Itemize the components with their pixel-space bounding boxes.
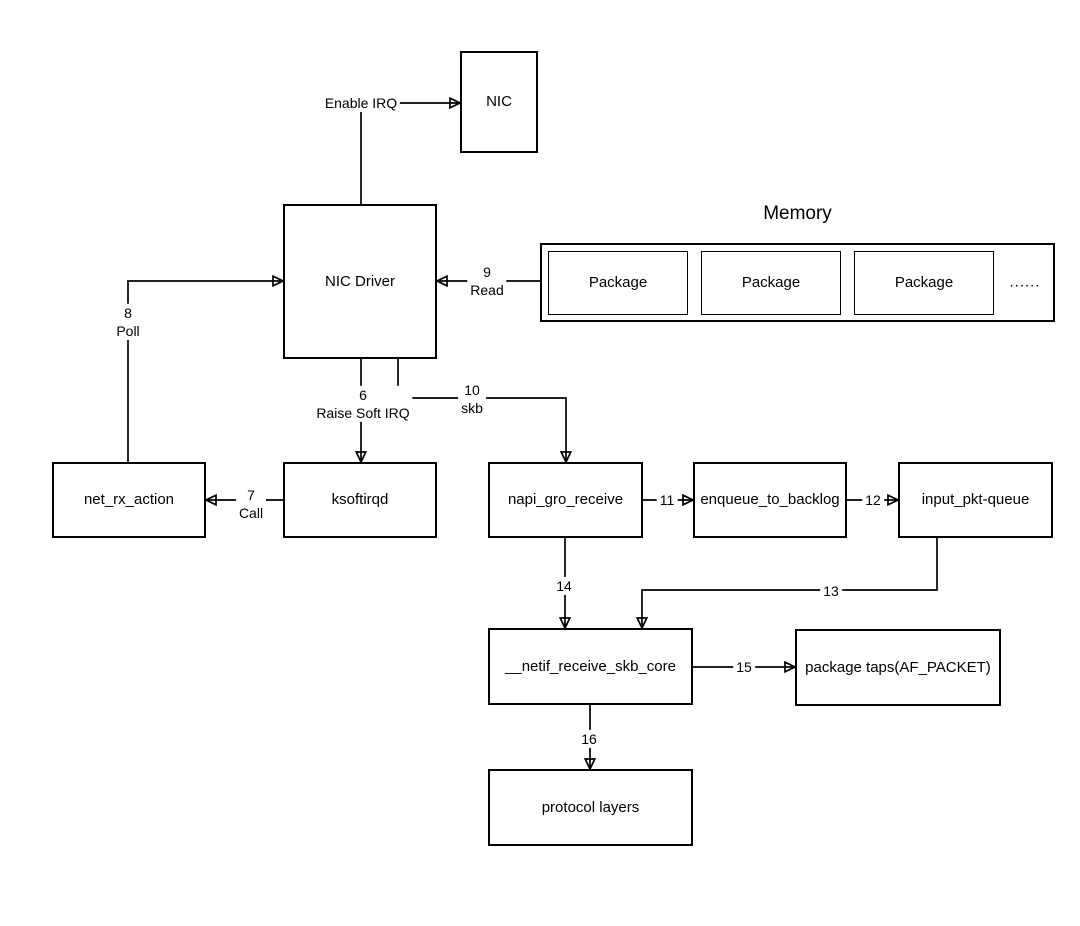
edge-label-enable-irq: Enable IRQ [321, 93, 401, 113]
node-napi-gro-receive: napi_gro_receive [488, 462, 643, 538]
node-package-1-label: Package [588, 274, 648, 291]
edge-label-10-num: 10 [464, 381, 480, 398]
node-package-taps: package taps(AF_PACKET) [795, 629, 1001, 706]
edge-13 [642, 538, 938, 628]
node-package-1: Package [548, 251, 688, 315]
edge-label-11-num: 11 [659, 491, 675, 508]
edge-label-enable-irq-text: Enable IRQ [324, 94, 398, 111]
node-package-2-label: Package [741, 274, 801, 291]
node-net-rx-action: net_rx_action [52, 462, 206, 538]
edge-label-14-num: 14 [556, 577, 572, 594]
node-package-taps-label: package taps(AF_PACKET) [805, 658, 991, 676]
edge-label-14: 14 [553, 576, 575, 596]
edge-label-15-num: 15 [736, 658, 752, 675]
edge-label-8-poll: 8 Poll [113, 303, 143, 341]
node-ksoftirqd: ksoftirqd [283, 462, 437, 538]
node-nic-driver: NIC Driver [283, 204, 437, 359]
edge-label-9-num: 9 [483, 263, 491, 280]
node-netif-receive-skb-core: __netif_receive_skb_core [488, 628, 693, 705]
edge-label-9-text: Read [470, 282, 504, 298]
node-protocol-layers-label: protocol layers [541, 798, 640, 816]
node-nic-driver-label: NIC Driver [325, 272, 395, 290]
edge-8-poll [127, 281, 283, 462]
edge-label-13: 13 [820, 581, 842, 601]
node-enqueue-to-backlog-label: enqueue_to_backlog [700, 491, 840, 508]
node-napi-gro-receive-label: napi_gro_receive [507, 491, 624, 508]
edge-label-16-num: 16 [581, 730, 597, 747]
node-input-pkt-queue: input_pkt-queue [898, 462, 1053, 538]
edge-label-11: 11 [656, 490, 678, 510]
edge-label-16: 16 [578, 729, 600, 749]
edge-label-10-skb: 10 skb [458, 380, 486, 418]
edge-label-7-text: Call [238, 505, 264, 521]
node-input-pkt-queue-label: input_pkt-queue [921, 491, 1030, 508]
node-package-3: Package [854, 251, 994, 315]
node-nic: NIC [460, 51, 538, 153]
edge-label-7-call: 7 Call [235, 485, 267, 523]
edge-label-6-text: Raise Soft IRQ [316, 405, 410, 421]
edge-label-6-num: 6 [359, 386, 367, 403]
edge-label-7-num: 7 [247, 486, 255, 503]
node-net-rx-action-label: net_rx_action [83, 491, 175, 508]
edge-label-8-text: Poll [116, 323, 140, 339]
edge-enable-irq [360, 103, 460, 204]
edge-label-15: 15 [733, 657, 755, 677]
node-protocol-layers: protocol layers [488, 769, 693, 846]
edge-label-13-num: 13 [823, 582, 839, 599]
edge-label-10-text: skb [461, 400, 483, 416]
edge-label-12-num: 12 [865, 491, 881, 508]
edge-label-6-raise-soft-irq: 6 Raise Soft IRQ [313, 385, 413, 423]
node-ksoftirqd-label: ksoftirqd [331, 491, 389, 508]
memory-more-indicator: ...... [1009, 273, 1041, 291]
node-enqueue-to-backlog: enqueue_to_backlog [693, 462, 847, 538]
node-nic-label: NIC [486, 93, 512, 110]
memory-title: Memory [763, 203, 832, 224]
node-package-3-label: Package [894, 274, 954, 291]
edge-label-8-num: 8 [124, 304, 132, 321]
node-package-2: Package [701, 251, 841, 315]
edge-label-9-read: 9 Read [467, 262, 507, 300]
edge-label-12: 12 [862, 490, 884, 510]
node-netif-receive-skb-core-label: __netif_receive_skb_core [505, 657, 676, 675]
